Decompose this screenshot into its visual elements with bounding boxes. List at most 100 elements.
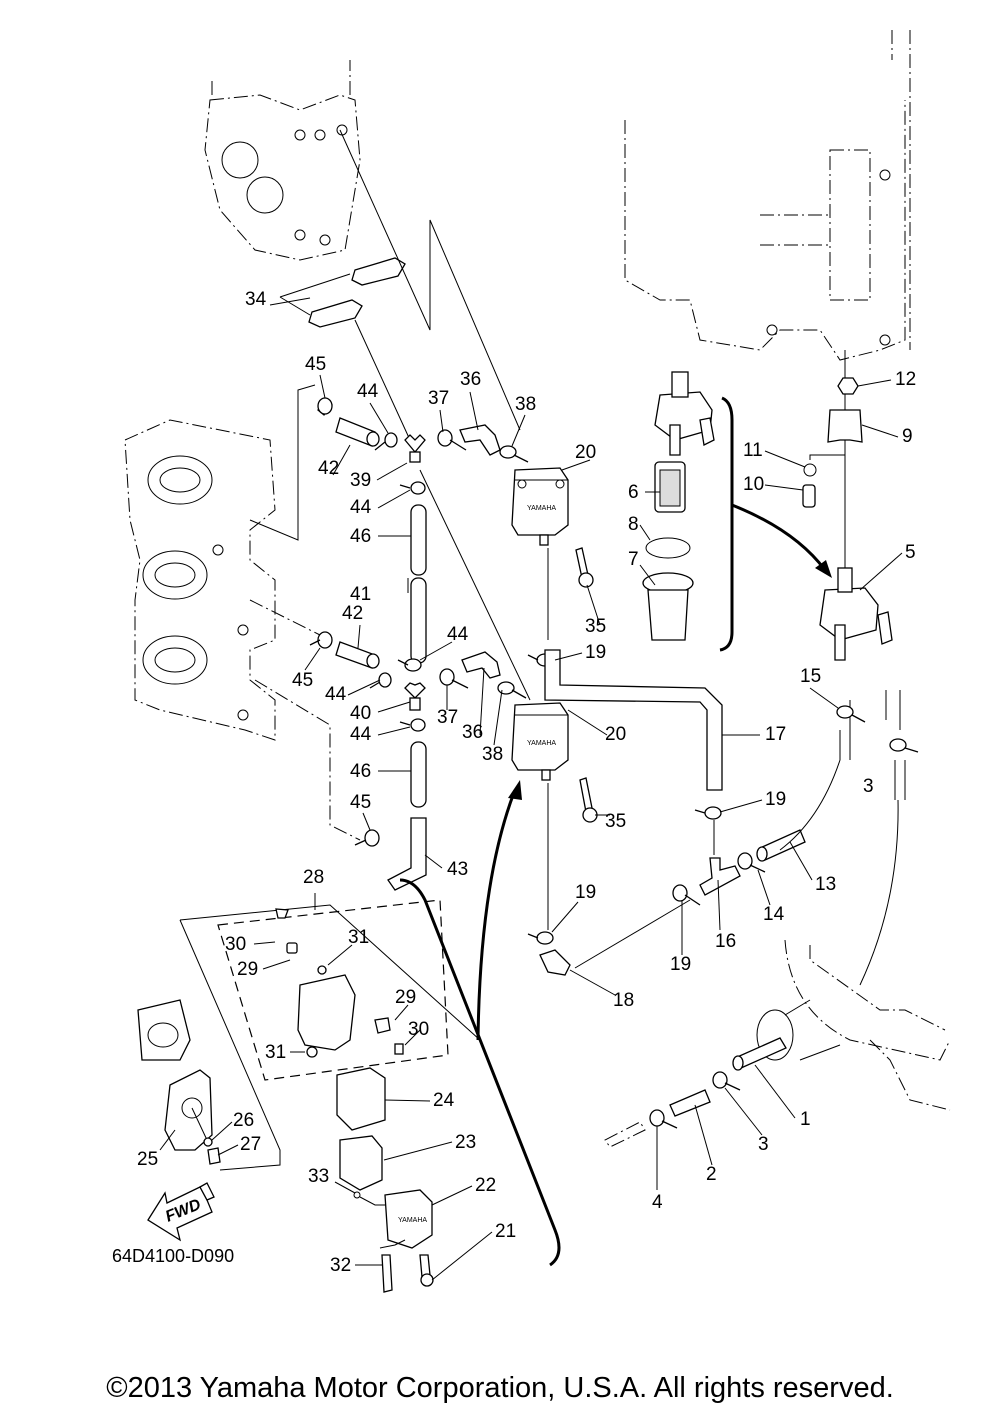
callout-20: 20 [605, 724, 626, 745]
callout-45: 45 [350, 792, 371, 813]
callout-39: 39 [350, 470, 371, 491]
callout-21: 21 [495, 1221, 516, 1242]
leader-line [249, 599, 321, 636]
pump-brand-text: YAMAHA [527, 505, 556, 512]
callout-37: 37 [428, 388, 449, 409]
callout-29: 29 [237, 959, 258, 980]
callout-19: 19 [670, 954, 691, 975]
callout-leaders [159, 297, 903, 1281]
lower-casing-outline [756, 939, 951, 1111]
callout-16: 16 [715, 931, 736, 952]
callout-22: 22 [475, 1175, 496, 1196]
callout-30: 30 [408, 1019, 429, 1040]
callout-4: 4 [652, 1192, 663, 1213]
diagram-code: 64D4100-D090 [112, 1246, 234, 1266]
cylinder-head-outline [204, 60, 361, 261]
pump-brand-text: YAMAHA [527, 740, 556, 747]
fuel-filter-exploded [642, 350, 893, 661]
callout-20: 20 [575, 442, 596, 463]
fuel-pump-lower: YAMAHA [497, 681, 598, 930]
callout-18: 18 [613, 990, 634, 1011]
t-joint-assembly [672, 806, 806, 906]
leader-line [254, 679, 361, 841]
callout-9: 9 [902, 426, 913, 447]
callout-6: 6 [628, 482, 639, 503]
elbow-18 [539, 949, 571, 976]
hose-right [779, 690, 901, 851]
gasket-34 [279, 257, 406, 328]
upper-hose-assembly [317, 397, 501, 664]
pump-brand-text: YAMAHA [398, 1217, 427, 1224]
leader-line [249, 384, 316, 541]
callout-19: 19 [575, 882, 596, 903]
callout-3: 3 [758, 1134, 769, 1155]
callout-19: 19 [585, 642, 606, 663]
callout-38: 38 [482, 744, 503, 765]
callout-14: 14 [763, 904, 785, 925]
callout-44: 44 [350, 724, 372, 745]
callout-44: 44 [357, 381, 379, 402]
callout-34: 34 [245, 289, 267, 310]
hose-17 [544, 649, 723, 791]
callout-3: 3 [863, 776, 874, 797]
callout-44: 44 [350, 497, 372, 518]
callout-35: 35 [585, 616, 606, 637]
callout-42: 42 [342, 603, 363, 624]
leader-line [419, 469, 531, 701]
lower-hose-assembly [309, 631, 501, 891]
callout-45: 45 [292, 670, 313, 691]
callout-36: 36 [460, 369, 481, 390]
callout-46: 46 [350, 761, 371, 782]
copyright-notice: ©2013 Yamaha Motor Corporation, U.S.A. A… [106, 1372, 894, 1404]
callout-44: 44 [325, 684, 347, 705]
filter-arrow [731, 503, 827, 571]
callout-32: 32 [330, 1255, 351, 1276]
callout-27: 27 [240, 1134, 261, 1155]
callouts: 1 2 3 3 4 5 6 7 8 9 10 11 12 13 14 15 16… [137, 289, 916, 1276]
callout-29: 29 [395, 987, 416, 1008]
leader-line [354, 319, 411, 441]
callout-31: 31 [348, 927, 369, 948]
filter-bracket [719, 396, 734, 652]
callout-31: 31 [265, 1042, 286, 1063]
callout-24: 24 [433, 1090, 455, 1111]
callout-36: 36 [462, 722, 483, 743]
callout-1: 1 [800, 1109, 811, 1130]
callout-10: 10 [743, 474, 764, 495]
leader-line [574, 899, 691, 969]
callout-2: 2 [706, 1164, 717, 1185]
callout-25: 25 [137, 1149, 158, 1170]
callout-33: 33 [308, 1166, 329, 1187]
callout-12: 12 [895, 369, 916, 390]
fwd-arrow-icon: FWD [147, 1182, 215, 1242]
pump-arrow [476, 789, 517, 1041]
pump-bracket [399, 878, 561, 1267]
callout-11: 11 [743, 440, 763, 461]
callout-23: 23 [455, 1132, 476, 1153]
callout-43: 43 [447, 859, 468, 880]
callout-19: 19 [765, 789, 786, 810]
callout-30: 30 [225, 934, 246, 955]
callout-17: 17 [765, 724, 786, 745]
engine-block-outline [624, 30, 911, 361]
callout-44: 44 [447, 624, 469, 645]
callout-42: 42 [318, 458, 339, 479]
leader-line [339, 129, 521, 431]
callout-45: 45 [305, 354, 326, 375]
carburetor-outline [124, 419, 276, 741]
callout-46: 46 [350, 526, 371, 547]
inlet-parts [604, 1037, 787, 1148]
callout-37: 37 [437, 707, 458, 728]
callout-13: 13 [815, 874, 836, 895]
callout-8: 8 [628, 514, 639, 535]
pump-rebuild-kit: YAMAHA [137, 780, 561, 1293]
callout-28: 28 [303, 867, 324, 888]
fuel-pump-upper: YAMAHA [499, 445, 594, 667]
callout-7: 7 [628, 549, 639, 570]
callout-15: 15 [800, 666, 821, 687]
callout-26: 26 [233, 1110, 254, 1131]
callout-41: 41 [350, 584, 371, 605]
callout-38: 38 [515, 394, 536, 415]
callout-5: 5 [905, 542, 916, 563]
